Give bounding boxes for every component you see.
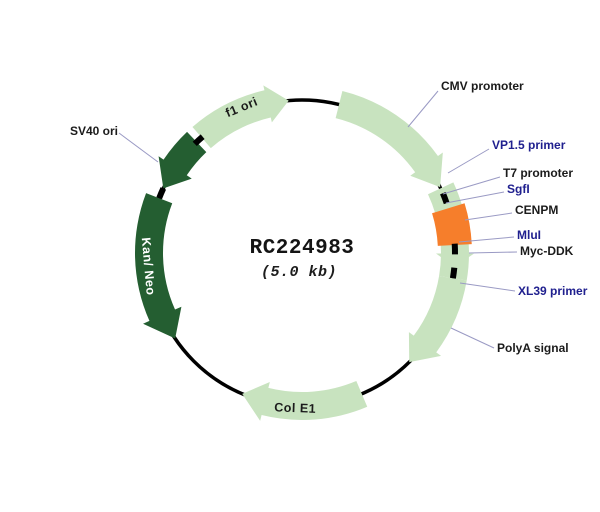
feature-f1-ori (192, 85, 289, 149)
site-tick (449, 267, 458, 279)
callout-label-vp15-primer: VP1.5 primer (492, 138, 566, 152)
site-tick (440, 192, 450, 205)
plasmid-name: RC224983 (249, 237, 355, 260)
callout-label-xl39-primer: XL39 primer (518, 284, 588, 298)
leader-line-polya-signal (450, 327, 495, 349)
feature-col-e1 (242, 380, 368, 421)
callout-label-t7-promoter: T7 promoter (503, 166, 573, 180)
leader-line-xl39-primer (459, 282, 516, 292)
feature-kan-neo (134, 193, 182, 339)
leader-line-myc-ddk (468, 251, 518, 254)
callout-label-cmv-promoter: CMV promoter (441, 79, 524, 93)
feature-polya-signal (408, 275, 467, 363)
feature-sv40-ori (158, 131, 207, 189)
callout-label-myc-ddk: Myc-DDK (520, 244, 574, 258)
leader-line-t7-promoter (442, 176, 501, 195)
leader-line-vp15-primer (447, 148, 490, 174)
callout-label-cenpm: CENPM (515, 203, 558, 217)
feature-cmv-promoter (335, 90, 443, 188)
leader-line-cenpm (464, 212, 513, 221)
site-tick (192, 134, 205, 147)
feature-myc-ddk (436, 250, 474, 267)
leader-line-mlui (458, 236, 515, 243)
feature-cenpm (432, 203, 472, 246)
leader-line-sgfi (445, 191, 505, 204)
callout-label-mlui: MluI (517, 228, 541, 242)
callout-label-sgfi: SgfI (507, 182, 530, 196)
feature-label-col-e1: Col E1 (274, 400, 316, 415)
leader-line-sv40-ori (118, 132, 159, 163)
callout-label-sv40-ori: SV40 ori (70, 124, 118, 138)
feature-label-kan-neo: Kan/ Neo (139, 237, 158, 296)
plasmid-size: (5.0 kb) (260, 264, 338, 281)
callout-label-polya-signal: PolyA signal (497, 341, 569, 355)
leader-line-cmv-promoter (407, 90, 439, 128)
site-tick (156, 187, 167, 200)
